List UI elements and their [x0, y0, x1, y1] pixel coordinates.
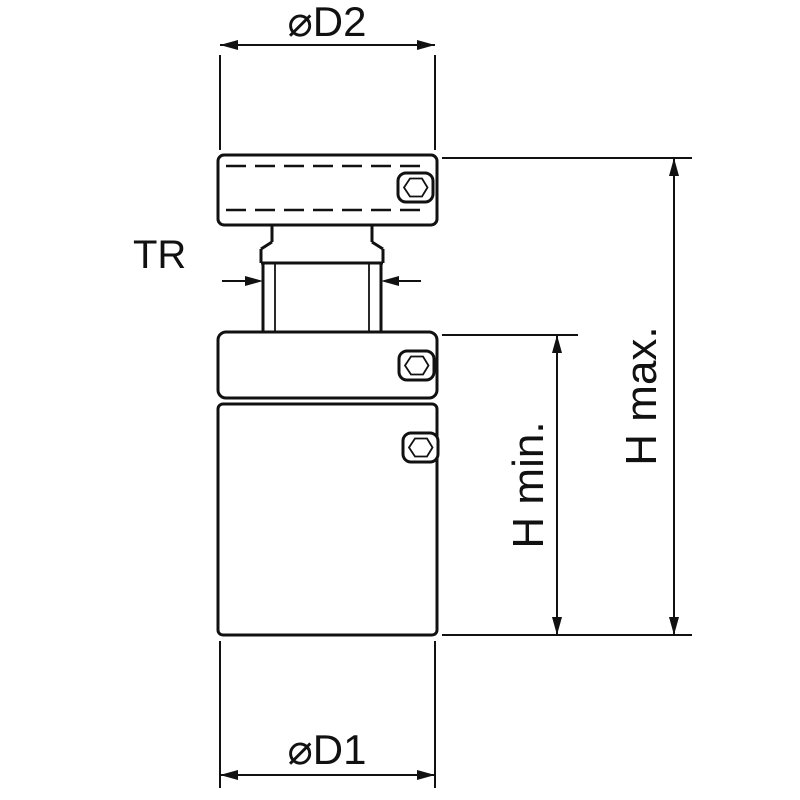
set-screw-hex-socket-icon — [402, 177, 429, 198]
dimension-d2: ⌀D2 — [219, 0, 436, 150]
arrowhead-right-icon — [245, 276, 263, 286]
label-diameter-d1: ⌀D1 — [288, 726, 367, 773]
spindle-chamfer-left — [260, 240, 273, 251]
collar-set-screw — [397, 349, 436, 382]
arrowhead-down-icon — [552, 617, 562, 635]
arrowhead-left-icon — [220, 770, 238, 780]
set-screw-body — [401, 431, 440, 464]
set-screw-body — [397, 349, 436, 382]
arrowhead-down-icon — [669, 617, 679, 635]
arrowhead-up-icon — [552, 335, 562, 353]
arrowhead-left-icon — [381, 276, 399, 286]
set-screw-body — [396, 171, 435, 204]
arrowhead-right-icon — [417, 770, 435, 780]
threaded-spindle — [259, 225, 385, 336]
label-height-max: H max. — [617, 326, 666, 465]
label-height-min: H min. — [504, 421, 553, 548]
spindle-chamfer-right — [371, 240, 384, 251]
body-outline — [216, 402, 439, 637]
dimension-tr: TR — [133, 233, 421, 286]
arrowhead-up-icon — [669, 158, 679, 176]
collar — [216, 330, 439, 400]
main-body — [216, 402, 440, 637]
top-head — [216, 153, 439, 227]
set-screw-hex-socket-icon — [403, 355, 430, 376]
head-set-screw — [396, 171, 435, 204]
dimension-d1: ⌀D1 — [219, 641, 436, 788]
body-set-screw — [401, 431, 440, 464]
label-diameter-d2: ⌀D2 — [288, 0, 367, 45]
arrowhead-left-icon — [220, 40, 238, 50]
dimension-h-min: H min. — [442, 334, 578, 635]
label-thread-tr: TR — [133, 233, 186, 277]
set-screw-hex-socket-icon — [407, 437, 434, 458]
dimension-h-max: H max. — [442, 157, 692, 636]
arrowhead-right-icon — [417, 40, 435, 50]
head-outline — [216, 153, 439, 227]
collar-outline — [216, 330, 439, 400]
